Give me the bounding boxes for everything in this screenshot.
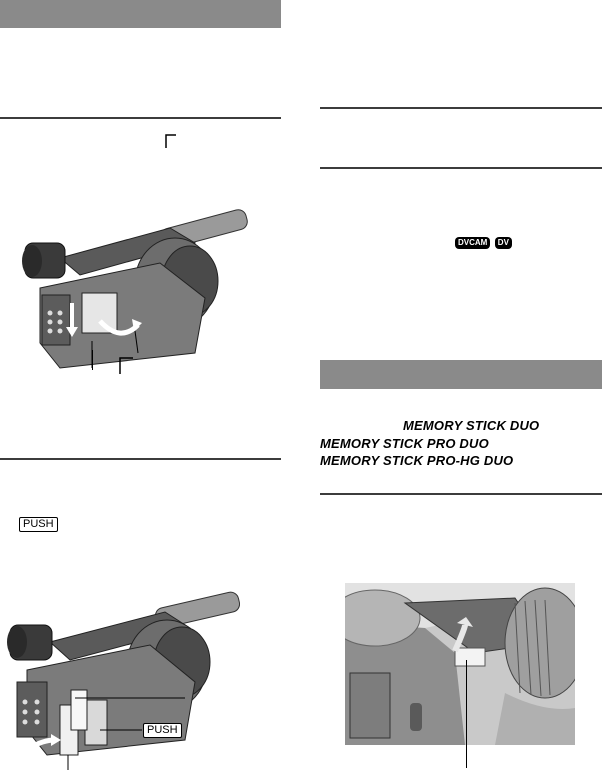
memory-stick-pro-duo-logo: MEMORY STICK PRO DUO [320,436,489,451]
push-callout-label: PUSH [143,723,182,738]
corner-mark-icon [165,134,176,148]
right-rule-1 [320,107,602,109]
format-badges: DVCAM DV [455,232,512,250]
dvcam-badge: DVCAM [455,237,491,249]
left-section-bar [0,0,281,28]
photo-callout-line [466,660,467,768]
camcorder-battery-figure [20,203,250,378]
camcorder-card-figure [5,590,240,770]
left-rule-1 [0,117,281,119]
right-section-bar [320,360,602,389]
right-rule-2 [320,167,602,169]
callout-bracket-icon [119,357,133,374]
memory-slot-photo [345,583,575,745]
push-button-label: PUSH [19,517,58,532]
right-rule-3 [320,493,602,495]
dv-badge: DV [494,237,512,249]
memory-stick-duo-logo: MEMORY STICK DUO [403,418,540,433]
left-rule-2 [0,458,281,460]
memory-stick-pro-hg-duo-logo: MEMORY STICK PRO-HG DUO [320,453,514,468]
callout-line-left [92,350,93,370]
